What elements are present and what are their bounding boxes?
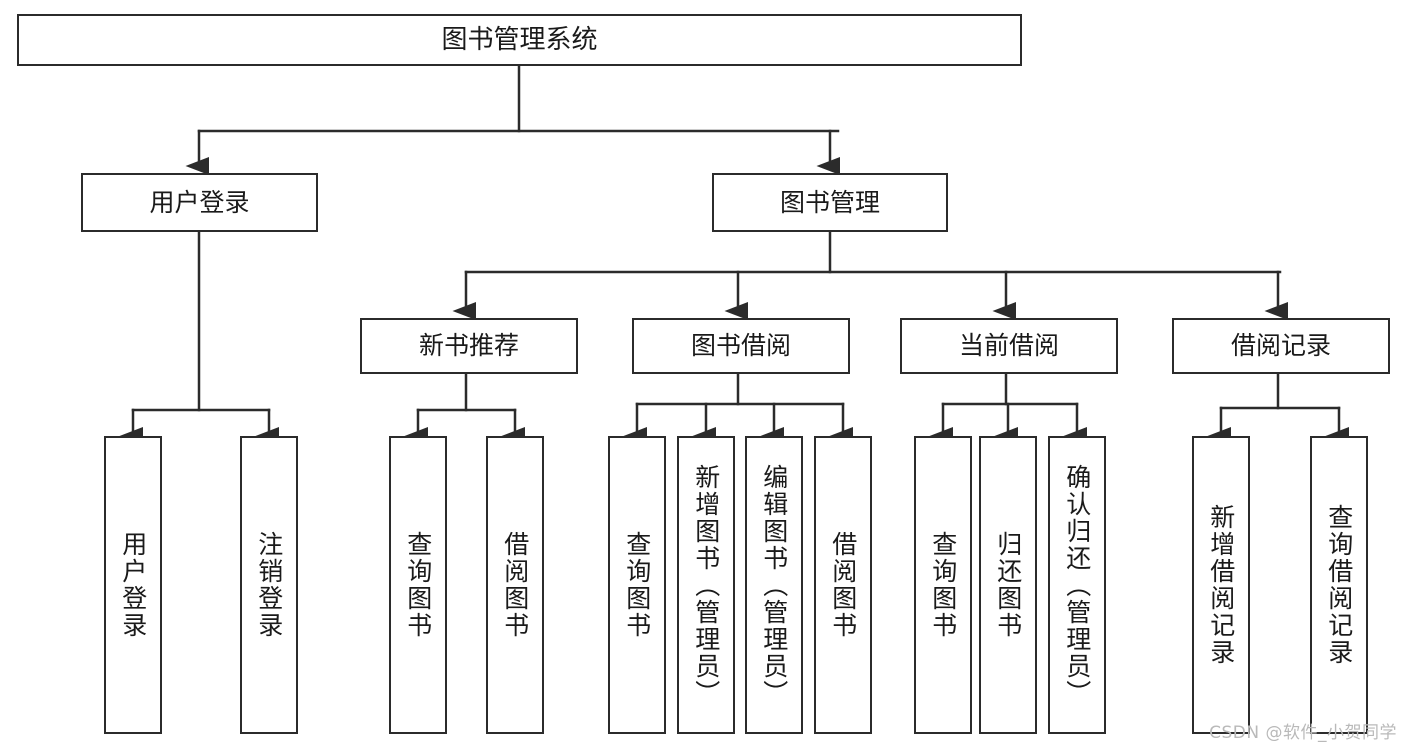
node-label: 注销登录 xyxy=(254,531,284,639)
node-leaf-query-book-recommend[interactable]: 查询图书 xyxy=(389,436,447,734)
node-user-login[interactable]: 用户登录 xyxy=(81,173,318,232)
node-book-management[interactable]: 图书管理 xyxy=(712,173,948,232)
node-label: 查询借阅记录 xyxy=(1324,504,1354,666)
node-label: 新增图书（管理员） xyxy=(691,463,721,707)
node-label: 图书借阅 xyxy=(690,331,791,361)
node-label: 图书管理系统 xyxy=(441,24,598,55)
node-label: 查询图书 xyxy=(403,531,433,639)
node-leaf-query-book-borrow[interactable]: 查询图书 xyxy=(608,436,666,734)
node-label: 查询图书 xyxy=(622,531,652,639)
node-label: 新书推荐 xyxy=(418,331,519,361)
node-leaf-confirm-return-admin[interactable]: 确认归还（管理员） xyxy=(1048,436,1106,734)
node-leaf-borrow-book[interactable]: 借阅图书 xyxy=(814,436,872,734)
node-label: 借阅图书 xyxy=(500,531,530,639)
node-label: 编辑图书（管理员） xyxy=(759,463,789,707)
node-label: 图书管理 xyxy=(779,187,880,217)
node-label: 确认归还（管理员） xyxy=(1062,463,1092,707)
node-root-book-management-system[interactable]: 图书管理系统 xyxy=(17,14,1022,66)
node-label: 用户登录 xyxy=(149,187,250,217)
node-book-borrow[interactable]: 图书借阅 xyxy=(632,318,850,374)
node-leaf-user-login[interactable]: 用户登录 xyxy=(104,436,162,734)
csdn-watermark: CSDN @软件_小贺同学 xyxy=(1209,723,1397,743)
node-leaf-edit-book-admin[interactable]: 编辑图书（管理员） xyxy=(745,436,803,734)
node-current-borrow[interactable]: 当前借阅 xyxy=(900,318,1118,374)
node-label: 归还图书 xyxy=(993,531,1023,639)
node-new-book-recommend[interactable]: 新书推荐 xyxy=(360,318,578,374)
node-label: 用户登录 xyxy=(118,531,148,639)
node-leaf-return-book[interactable]: 归还图书 xyxy=(979,436,1037,734)
node-leaf-add-book-admin[interactable]: 新增图书（管理员） xyxy=(677,436,735,734)
node-label: 借阅记录 xyxy=(1230,331,1331,361)
node-leaf-query-book-current[interactable]: 查询图书 xyxy=(914,436,972,734)
node-leaf-query-borrow-record[interactable]: 查询借阅记录 xyxy=(1310,436,1368,734)
node-label: 新增借阅记录 xyxy=(1206,504,1236,666)
node-label: 借阅图书 xyxy=(828,531,858,639)
node-label: 当前借阅 xyxy=(958,331,1059,361)
node-leaf-logout-login[interactable]: 注销登录 xyxy=(240,436,298,734)
node-leaf-add-borrow-record[interactable]: 新增借阅记录 xyxy=(1192,436,1250,734)
node-leaf-borrow-book-recommend[interactable]: 借阅图书 xyxy=(486,436,544,734)
node-borrow-record[interactable]: 借阅记录 xyxy=(1172,318,1390,374)
node-label: 查询图书 xyxy=(928,531,958,639)
